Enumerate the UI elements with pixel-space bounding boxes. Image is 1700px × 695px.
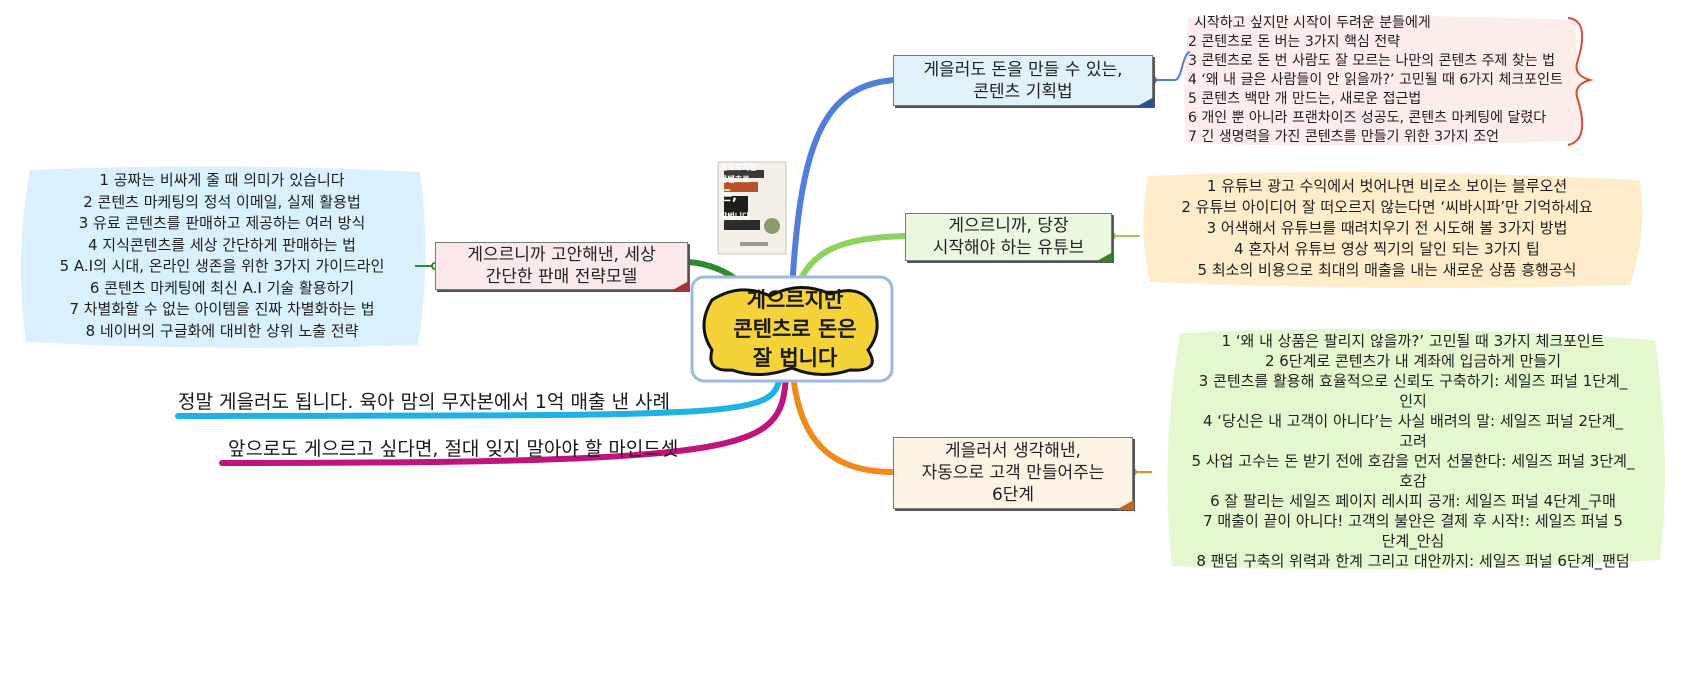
node-fold-icon [1095,252,1113,262]
funnel-item-continued: 호감 [1399,472,1427,490]
funnel-item-continued: 인지 [1399,392,1427,410]
planning-brace [1567,17,1594,146]
youtube-item[interactable]: 5 최소의 비용으로 최대의 매출을 내는 새로운 상품 흥행공식 [1197,261,1577,279]
youtube-highlight [1143,171,1643,288]
sales-item[interactable]: 2 콘텐츠 마케팅의 정석 이메일, 실제 활용법 [83,192,361,211]
book-cover-text: 게으르지만 콘텐츠로 돈, 잘법니다 [720,163,784,221]
book-cover-line-1: 게으르지만 [720,163,757,172]
node-funnel-line-3: 6단계 [991,485,1035,505]
youtube-item[interactable]: 4 혼자서 유튜브 영상 찍기의 달인 되는 3가지 팁 [1234,240,1540,258]
node-planning-line-1: 게을러도 돈을 만들 수 있는, [923,59,1123,80]
sales-item[interactable]: 1 공짜는 비싸게 줄 때 의미가 있습니다 [99,171,345,189]
node-case-study[interactable]: 정말 게을러도 됩니다. 육아 맘의 무자본에서 1억 매출 낸 사례 [178,391,671,413]
planning-item[interactable]: 3 콘텐츠로 돈 번 사람도 잘 모르는 나만의 콘텐츠 주제 찾는 법 [1188,53,1555,69]
planning-item[interactable]: 2 콘텐츠로 돈 버는 3가지 핵심 전략 [1188,34,1400,50]
funnel-list: 1 ‘왜 내 상품은 팔리지 않을까?’ 고민될 때 3가지 체크포인트 2 6… [1158,331,1668,571]
sales-model-list: 1 공짜는 비싸게 줄 때 의미가 있습니다 2 콘텐츠 마케팅의 정석 이메일… [22,170,422,342]
youtube-item[interactable]: 2 유튜브 아이디어 잘 떠오르지 않는다면 ‘씨바시파’만 기억하세요 [1181,198,1593,216]
planning-list: 시작하고 싶지만 시작이 두려운 분들에게 2 콘텐츠로 돈 버는 3가지 핵심… [1188,14,1563,147]
central-topic[interactable]: 게으르지만 콘텐츠로 돈은 잘 법니다 [693,278,897,380]
node-funnel-line-2: 자동으로 고객 만들어주는 [921,463,1105,483]
youtube-list: 1 유튜브 광고 수익에서 벗어나면 비로소 보이는 블루오션 2 유튜브 아이… [1142,176,1632,281]
funnel-item[interactable]: 3 콘텐츠를 활용해 효율적으로 신뢰도 구축하기: 세일즈 퍼널 1단계_ [1198,372,1628,390]
sales-item[interactable]: 6 콘텐츠 마케팅에 최신 A.I 기술 활용하기 [89,278,355,297]
funnel-highlight [1167,328,1665,570]
funnel-item[interactable]: 5 사업 고수는 돈 받기 전에 호감을 먼저 선물한다: 세일즈 퍼널 3단계… [1191,452,1635,470]
sales-item[interactable]: 4 지식콘텐츠를 세상 간단하게 판매하는 법 [88,235,356,254]
central-title-line-1: 게으르지만 [746,287,844,312]
book-cover-line-4: 잘법니다 [720,212,750,221]
sales-item[interactable]: 8 네이버의 구글화에 대비한 상위 노출 전략 [85,321,359,340]
book-cover-line-2: 콘텐츠로 [720,175,750,184]
node-planning[interactable]: 게을러도 돈을 만들 수 있는, 콘텐츠 기획법 [893,55,1154,107]
node-planning-line-2: 콘텐츠 기획법 [973,81,1073,102]
central-title-line-3: 잘 법니다 [752,345,838,370]
branch-line-planning [789,77,898,293]
planning-item[interactable]: 5 콘텐츠 백만 개 만드는, 새로운 접근법 [1188,91,1422,107]
funnel-item[interactable]: 8 팬덤 구축의 위력과 한계 그리고 대안까지: 세일즈 퍼널 6단계_팬덤 [1196,552,1630,570]
node-sales-line-2: 간단한 판매 전략모델 [485,267,638,287]
node-funnel[interactable]: 게을러서 생각해낸, 자동으로 고객 만들어주는 6단계 [893,437,1134,510]
sales-item[interactable]: 5 A.I의 시대, 온라인 생존을 위한 3가지 가이드라인 [59,257,385,275]
sales-item[interactable]: 7 차별화할 수 없는 아이템을 진짜 차별화하는 법 [69,300,375,318]
sales-item[interactable]: 3 유료 콘텐츠를 판매하고 제공하는 여러 방식 [78,214,366,232]
book-cover-image [717,161,787,255]
central-title-line-2: 콘텐츠로 돈은 [733,316,857,341]
funnel-item-continued: 단계_안심 [1381,532,1445,550]
branch-line-case [175,375,783,419]
node-fold-icon [1136,97,1154,107]
node-mindset[interactable]: 앞으로도 게으르고 싶다면, 절대 잊지 말아야 할 마인드셋 [228,438,679,460]
funnel-item[interactable]: 7 매출이 끝이 아니다! 고객의 불안은 결제 후 시작!: 세일즈 퍼널 5 [1203,512,1623,530]
sales-highlight [20,166,426,348]
node-sales-model[interactable]: 게으르니까 고안해낸, 세상 간단한 판매 전략모델 [435,242,689,291]
planning-sub-connector [1153,51,1191,81]
funnel-item[interactable]: 4 ‘당신은 내 고객이 아니다’는 사실 배려의 말: 세일즈 퍼널 2단계_ [1202,412,1624,430]
funnel-item-continued: 고려 [1399,432,1427,450]
planning-highlight [1184,15,1582,146]
node-sales-line-1: 게으르니까 고안해낸, 세상 [467,245,656,265]
node-youtube[interactable]: 게으르니까, 당장 시작해야 하는 유튜브 [905,213,1113,262]
node-funnel-line-1: 게을러서 생각해낸, [945,441,1081,461]
planning-item[interactable]: 시작하고 싶지만 시작이 두려운 분들에게 [1194,15,1431,31]
funnel-item[interactable]: 1 ‘왜 내 상품은 팔리지 않을까?’ 고민될 때 3가지 체크포인트 [1221,332,1605,350]
funnel-item[interactable]: 6 잘 팔리는 세일즈 페이지 레시피 공개: 세일즈 퍼널 4단계_구매 [1210,492,1616,510]
center-blob [702,285,879,376]
planning-item[interactable]: 6 개인 뿐 아니라 프랜차이즈 성공도, 콘텐츠 마케팅에 달렸다 [1188,110,1547,126]
node-fold-icon [671,281,689,291]
youtube-item[interactable]: 1 유튜브 광고 수익에서 벗어나면 비로소 보이는 블루오션 [1206,177,1568,195]
book-cover-line-3: 돈, [720,189,737,204]
planning-item[interactable]: 7 긴 생명력을 가진 콘텐츠를 만들기 위한 3가지 조언 [1188,129,1500,145]
funnel-item[interactable]: 2 6단계로 콘텐츠가 내 계좌에 입금하게 만들기 [1264,352,1562,370]
node-youtube-line-2: 시작해야 하는 유튜브 [932,238,1085,258]
branch-line-mindset [219,375,789,466]
node-fold-icon [1116,500,1134,510]
node-youtube-line-1: 게으르니까, 당장 [948,216,1069,236]
planning-item[interactable]: 4 ‘왜 내 글은 사람들이 안 읽을까?’ 고민될 때 6가지 체크포인트 [1188,72,1563,88]
branch-line-funnel [790,372,896,475]
youtube-item[interactable]: 3 어색해서 유튜브를 때려치우기 전 시도해 볼 3가지 방법 [1206,219,1568,237]
